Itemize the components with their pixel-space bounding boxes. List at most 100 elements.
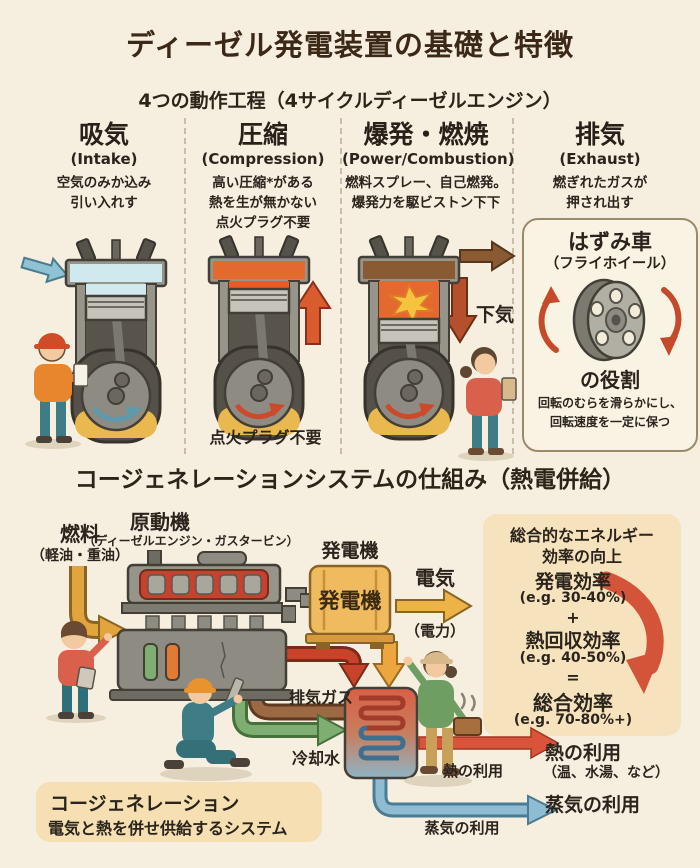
- stroke-name-intake: 吸気: [78, 120, 129, 149]
- rotation-arrow-left-icon: [538, 295, 559, 353]
- heat-use-small-label: 熱の利用: [442, 762, 503, 780]
- hair: [60, 620, 87, 638]
- desc-line: 点火プラグ不要: [215, 215, 311, 231]
- stroke-en-power: (Power/Combustion): [342, 150, 515, 168]
- spark-plug-note: 点火プラグ不要: [209, 428, 322, 447]
- electricity-label: 電気: [415, 566, 455, 590]
- coil-cool-section: [358, 725, 406, 761]
- heat-recovery-efficiency-value: (e.g. 40-50%): [519, 650, 627, 666]
- generator-label: 発電機: [321, 540, 379, 562]
- stroke-column-power: 爆発・燃焼 (Power/Combustion) 燃料スプレー、自己燃発。 爆発…: [342, 120, 515, 214]
- generator-box-label: 発電機: [318, 589, 382, 613]
- steam-arrow-head: [527, 794, 559, 826]
- cogeneration-note-title: コージェネレーション: [50, 793, 240, 815]
- diesel-engine-illustration: [109, 550, 296, 701]
- prime-mover-label: 原動機: [130, 510, 190, 534]
- efficiency-title-line2: 効率の向上: [541, 547, 622, 566]
- pointing-man-illustration: [46, 620, 112, 723]
- heat-down-arrow-icon: [372, 641, 406, 689]
- hot-pipe: [282, 649, 359, 665]
- electricity-sublabel: （電力）: [404, 622, 465, 640]
- pointing-hand: [104, 633, 112, 641]
- flywheel-description: 回転のむらを滑らかにし、 回転速度を一定に保つ: [524, 394, 696, 431]
- rotation-arrow-right-icon: [661, 287, 682, 345]
- flywheel-subtitle: （フライホイール）: [544, 256, 676, 272]
- exhaust-gas-label: 排気ガス: [288, 688, 353, 707]
- stroke-column-exhaust: 排気 (Exhaust) 燃ぎれたガスが 押され出す: [512, 120, 688, 213]
- intake-cylinder-illustration: [64, 238, 168, 444]
- cogeneration-note-box: [36, 782, 322, 842]
- stroke-en-exhaust: (Exhaust): [559, 150, 641, 168]
- intake-arrow-icon: [20, 256, 69, 284]
- desc-line: 押され出す: [566, 194, 634, 211]
- pot-icon: [453, 717, 482, 736]
- stroke-desc-power: 燃料スプレー、自己燃発。 爆発力を駆ビストン下下: [342, 173, 510, 214]
- exhaust-out-arrow-icon: [459, 240, 516, 272]
- desc-line: 高い圧縮*がある: [212, 174, 314, 191]
- stroke-name-exhaust: 排気: [574, 120, 625, 149]
- efficiency-title-line1: 総合的なエネルギー: [509, 526, 654, 545]
- kneeling-technician-illustration: [160, 677, 252, 781]
- total-efficiency-label: 総合効率: [533, 691, 613, 715]
- heat-exchanger-illustration: [343, 686, 419, 780]
- page-title: ディーゼル発電装置の基礎と特徴: [126, 28, 574, 62]
- woman-with-pot-illustration: [403, 651, 482, 787]
- clipboard-icon: [501, 377, 517, 401]
- desc-line: 熱を生が無かない: [209, 194, 317, 211]
- stroke-en-intake: (Intake): [70, 150, 138, 168]
- generator-illustration: [300, 564, 395, 649]
- flywheel-title: はずみ車: [568, 230, 652, 254]
- hard-hat-icon: [38, 333, 66, 346]
- stroke-desc-compression: 高い圧縮*がある 熱を生が無かない 点火プラグ不要: [188, 173, 338, 234]
- inspector-woman-illustration: [458, 347, 517, 461]
- pointing-hand: [403, 656, 413, 666]
- heat-recovery-efficiency-label: 熱回収効率: [525, 630, 621, 652]
- fuel-label: 燃料: [60, 522, 100, 546]
- prime-mover-sublabel: （ディーゼルエンジン・ガスタービン）: [83, 534, 299, 548]
- fuel-sublabel: （軽油・重油）: [31, 548, 129, 564]
- desc-line: 引い入れす: [70, 194, 138, 211]
- coil-hot-section: [358, 695, 406, 731]
- desc-line: 燃料スプレー、自己燃発。: [345, 174, 507, 191]
- stroke-desc-exhaust: 燃ぎれたガスが 押され出す: [512, 173, 688, 214]
- desc-line: 回転速度を一定に保つ: [549, 414, 670, 429]
- flywheel-role-label: の役割: [580, 368, 640, 392]
- desc-line: 回転のむらを滑らかにし、: [537, 396, 682, 410]
- heat-use-arrow-icon: [418, 726, 560, 760]
- stroke-column-intake: 吸気 (Intake) 空気のみか込み 引い入れす: [20, 120, 188, 213]
- piston-down-arrow-icon: [442, 277, 478, 344]
- piston-down-label: 下気: [476, 304, 515, 326]
- stroke-desc-intake: 空気のみか込み 引い入れす: [20, 173, 188, 214]
- clipboard-icon: [75, 666, 97, 690]
- electricity-arrow-icon: [395, 588, 473, 624]
- column-divider-3: [512, 118, 514, 454]
- compression-cylinder-illustration: [207, 235, 311, 441]
- heat-use-sublabel: （温、水湯、など）: [543, 765, 669, 781]
- power-cylinder-illustration: [357, 235, 461, 441]
- steam-pipe: [375, 776, 528, 815]
- cooling-arrow-head: [317, 713, 349, 747]
- generation-efficiency-label: 発電効率: [534, 571, 611, 593]
- cooling-water-pipe: [235, 648, 318, 735]
- equals-sign: =: [566, 668, 580, 687]
- paper-icon: [73, 363, 88, 387]
- steam-use-small-label: 蒸気の利用: [424, 819, 500, 837]
- section1-subtitle: 4つの動作工程（4サイクルディーゼルエンジン）: [138, 90, 562, 112]
- efficiency-arrow-head: [626, 650, 662, 694]
- heat-use-bold-label: 熱の利用: [545, 742, 622, 764]
- compression-up-arrow-icon: [294, 280, 332, 345]
- plus-sign: +: [566, 608, 580, 627]
- stroke-en-compression: (Compression): [201, 150, 325, 168]
- generation-efficiency-value: (e.g. 30-40%): [519, 590, 627, 606]
- section2-title: コージェネレーションシステムの仕組み（熱電併給）: [74, 467, 626, 493]
- stroke-column-compression: 圧縮 (Compression) 高い圧縮*がある 熱を生が無かない 点火プラグ…: [188, 120, 338, 233]
- hot-pipe-arrow-head: [338, 663, 370, 689]
- worker-with-helmet-illustration: [25, 333, 88, 449]
- cooling-water-label: 冷却水: [291, 749, 340, 768]
- cogeneration-note-desc: 電気と熱を併せ供給するシステム: [48, 819, 288, 838]
- steam-icon: [460, 692, 476, 712]
- helmet-icon: [187, 678, 213, 690]
- total-efficiency-value: (e.g. 70-80%+): [513, 712, 633, 728]
- stroke-name-power: 爆発・燃焼: [363, 120, 489, 149]
